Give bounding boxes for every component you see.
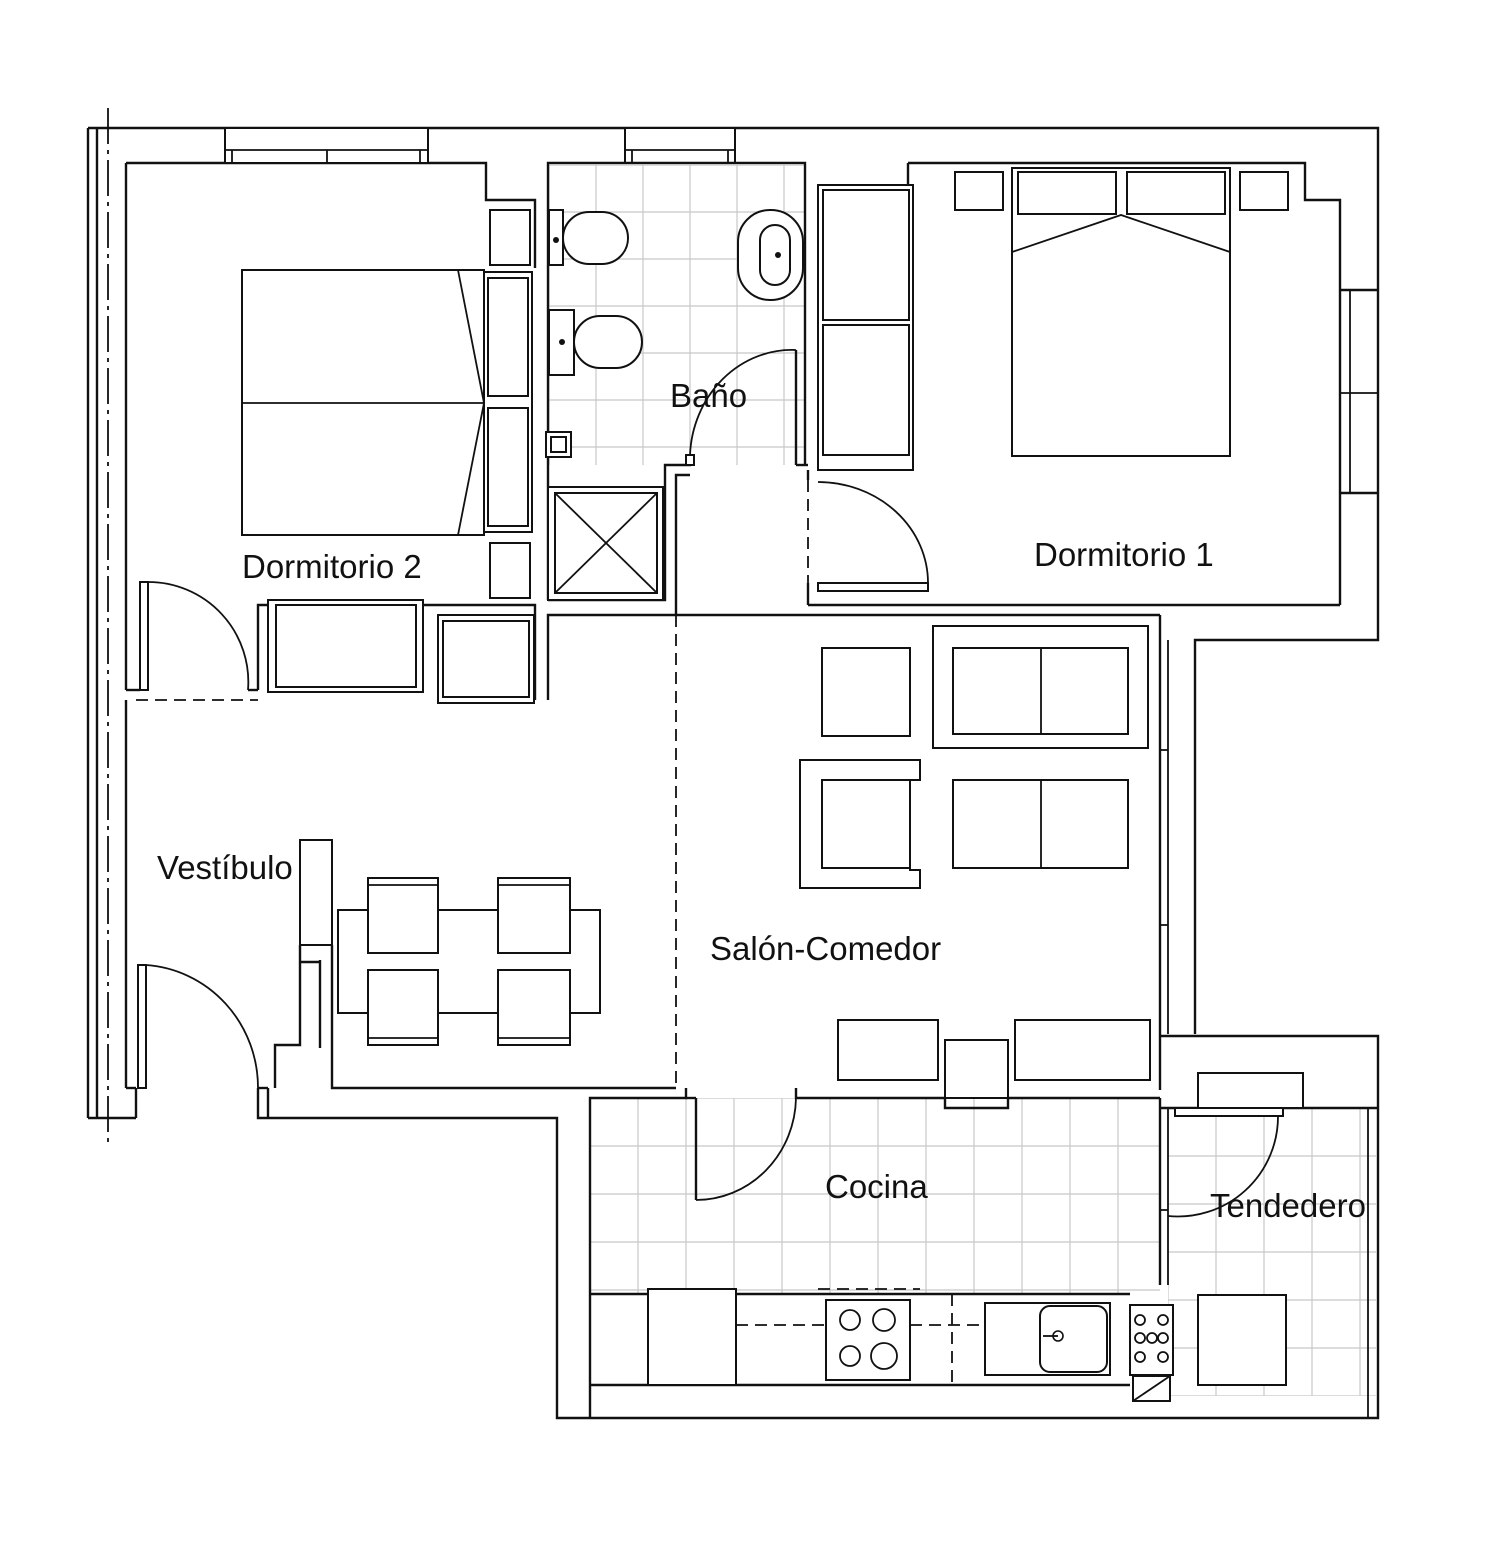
kitchen-tile-floor bbox=[590, 1098, 1160, 1294]
label-bano: Baño bbox=[670, 377, 747, 414]
bed-dormitorio-1 bbox=[1011, 167, 1231, 457]
armchair-top bbox=[821, 647, 911, 737]
toilet-tank bbox=[548, 309, 575, 376]
label-salon-comedor: Salón-Comedor bbox=[710, 930, 941, 967]
window-dormitorio-2 bbox=[224, 127, 429, 164]
interior-walls bbox=[256, 161, 1378, 1418]
fridge bbox=[647, 1288, 737, 1386]
room-labels: Dormitorio 2 Baño Dormitorio 1 Vestíbulo… bbox=[157, 377, 1366, 1224]
salon-furniture bbox=[337, 625, 1151, 1099]
dormitorio-1-furniture bbox=[817, 167, 1289, 471]
nightstand-right bbox=[1239, 171, 1289, 211]
cooktop bbox=[825, 1299, 911, 1381]
chair-2 bbox=[497, 877, 571, 954]
chair-1 bbox=[367, 877, 439, 954]
kitchen-fixtures bbox=[590, 1288, 1174, 1402]
label-cocina: Cocina bbox=[825, 1168, 928, 1205]
nightstand-top bbox=[489, 209, 531, 266]
toilet bbox=[573, 315, 643, 369]
chair-4 bbox=[497, 969, 571, 1046]
washing-machine bbox=[1197, 1072, 1304, 1109]
nightstand-left bbox=[954, 171, 1004, 211]
tv-unit-right bbox=[1014, 1019, 1151, 1081]
doors bbox=[126, 349, 1284, 1218]
chair-3 bbox=[367, 969, 439, 1046]
window-bano bbox=[624, 127, 736, 164]
label-tendedero: Tendedero bbox=[1210, 1187, 1366, 1224]
exterior-walls bbox=[86, 108, 1380, 1420]
label-vestibulo: Vestíbulo bbox=[157, 849, 293, 886]
tendedero-fixtures bbox=[1197, 1072, 1304, 1386]
label-dormitorio-2: Dormitorio 2 bbox=[242, 548, 422, 585]
tendedero-cabinet bbox=[1197, 1294, 1287, 1386]
tv-unit-left bbox=[837, 1019, 939, 1081]
chimney-duct bbox=[944, 1039, 1009, 1099]
bathroom-fixtures bbox=[545, 209, 804, 601]
dormitorio-2-furniture bbox=[241, 209, 535, 704]
nightstand-bottom bbox=[489, 542, 531, 599]
label-dormitorio-1: Dormitorio 1 bbox=[1034, 536, 1214, 573]
bidet bbox=[562, 211, 629, 265]
